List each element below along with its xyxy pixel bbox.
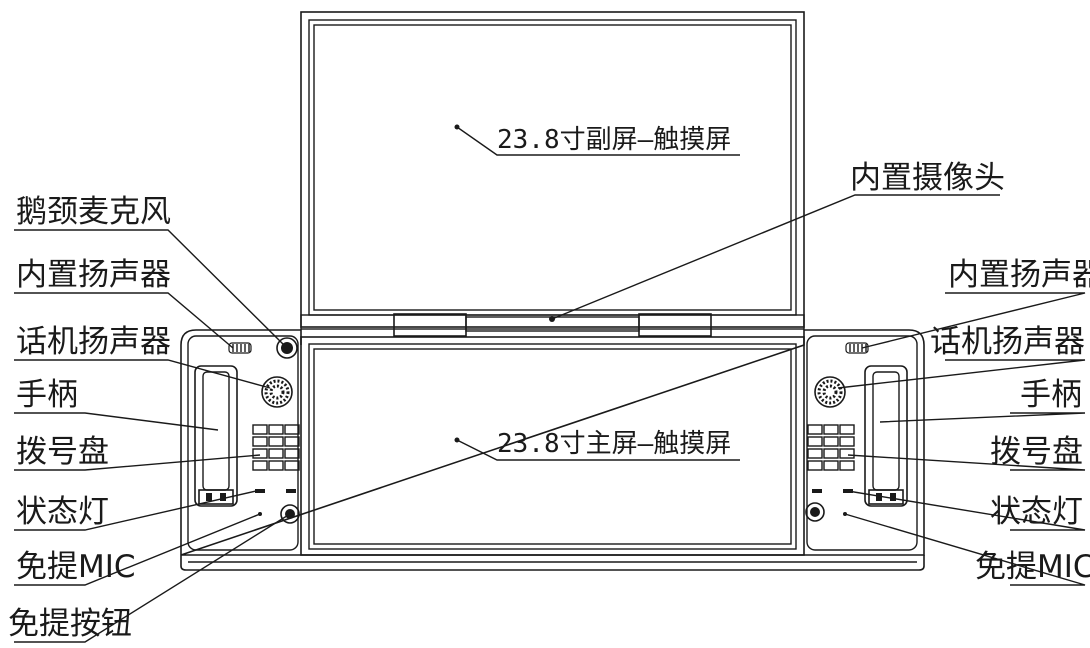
secondary-screen	[300, 11, 805, 328]
left-handsfree-mic-label: 免提MIC	[16, 549, 136, 585]
right-handle-label: 手柄	[1020, 377, 1082, 413]
right-handsfree-mic-label: 免提MIC	[975, 549, 1090, 585]
right-status-light-label: 状态灯	[990, 494, 1083, 530]
screen-hinge	[300, 313, 805, 337]
right-speaker-grille	[845, 342, 869, 354]
leader-lines	[14, 124, 1086, 643]
handsfree-button-label: 免提按钮	[8, 606, 132, 642]
left-handset-speaker	[261, 376, 293, 408]
left-handset-speaker-label: 话机扬声器	[16, 324, 171, 360]
right-handset	[864, 365, 908, 507]
right-dialpad	[807, 424, 855, 471]
right-handset-speaker	[814, 376, 846, 408]
left-dialpad	[252, 424, 300, 471]
left-status-light-label: 状态灯	[16, 494, 109, 530]
left-speaker-grille	[228, 342, 252, 354]
console-base	[180, 329, 925, 571]
left-speaker-label: 内置扬声器	[16, 257, 171, 293]
secondary-screen-label: 23.8寸副屏—触摸屏	[497, 125, 731, 155]
main-screen-label: 23.8寸主屏—触摸屏	[497, 429, 731, 459]
right-handset-speaker-label: 话机扬声器	[930, 324, 1085, 360]
right-dialpad-label: 拨号盘	[990, 434, 1083, 470]
left-status-lights	[255, 489, 296, 493]
left-dialpad-label: 拨号盘	[16, 434, 109, 470]
handsfree-button-right	[805, 502, 825, 522]
right-status-lights	[812, 489, 853, 493]
right-speaker-label: 内置扬声器	[948, 257, 1090, 293]
gooseneck-mic-label: 鹅颈麦克风	[16, 194, 171, 230]
left-handle-label: 手柄	[16, 377, 78, 413]
left-handset	[194, 365, 238, 507]
camera-label: 内置摄像头	[850, 160, 1005, 196]
main-screen	[300, 336, 805, 556]
